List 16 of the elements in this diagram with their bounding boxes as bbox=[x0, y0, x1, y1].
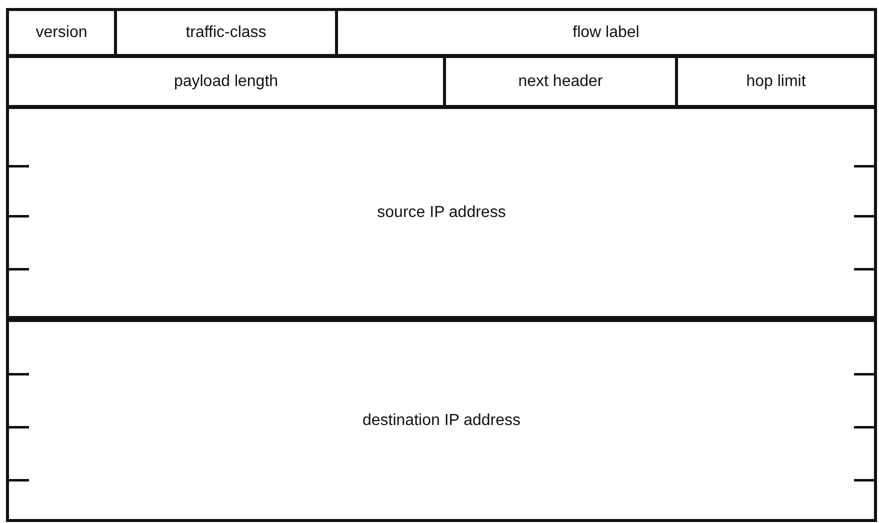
header-field bbox=[114, 8, 338, 57]
header-field bbox=[6, 106, 877, 319]
header-field bbox=[6, 318, 877, 522]
field-label: destination IP address bbox=[362, 412, 521, 430]
header-field bbox=[6, 55, 446, 108]
field-label: version bbox=[36, 24, 88, 42]
header-field bbox=[335, 8, 877, 57]
header-field bbox=[6, 8, 117, 57]
field-label: next header bbox=[518, 72, 603, 90]
field-label: source IP address bbox=[377, 204, 506, 222]
field-label: traffic-class bbox=[186, 24, 266, 42]
field-label: payload length bbox=[174, 72, 278, 90]
field-label: hop limit bbox=[746, 72, 806, 90]
header-field bbox=[443, 55, 678, 108]
field-label: flow label bbox=[572, 24, 640, 42]
header-field bbox=[675, 55, 877, 108]
